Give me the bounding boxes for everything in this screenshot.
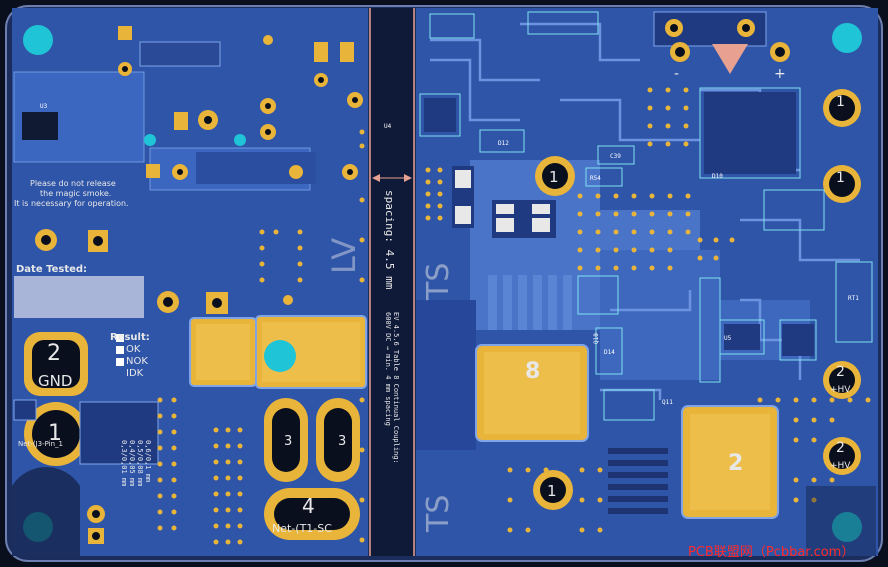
plus-hv-label-b: +HV bbox=[830, 461, 851, 471]
ref-d14: D14 bbox=[604, 349, 615, 356]
date-tested-label: Date Tested: bbox=[16, 264, 87, 275]
ts-pad-8: 8 bbox=[475, 344, 589, 442]
pad-3b-label: 3 bbox=[338, 434, 346, 449]
transformer-pad-3b: 3 bbox=[316, 398, 360, 482]
ts-components bbox=[419, 11, 873, 421]
plus-hv-label-a: +HV bbox=[830, 385, 851, 395]
ts-dark-band bbox=[416, 300, 476, 450]
spacing-table-line-1: EV 4.5.6 Table 8 Continual Coupling: bbox=[392, 312, 400, 464]
ref-d12: D12 bbox=[498, 140, 509, 147]
ref-u3: U3 bbox=[40, 103, 48, 110]
hv-terminal-2b: 2 +HV bbox=[823, 437, 861, 475]
clearance-row-4: 0,3/0,01 mm bbox=[120, 440, 128, 486]
pad-2-label: 2 bbox=[728, 451, 743, 476]
ts-pad-2-large: 2 bbox=[681, 405, 779, 519]
lv-via-pad-left bbox=[189, 317, 257, 387]
net-t1-label: Net-(T1-SC bbox=[272, 522, 332, 535]
spacing-arrow-right bbox=[404, 174, 412, 182]
mount-hole-bottom-right bbox=[832, 512, 862, 542]
mount-hole-top-left bbox=[23, 25, 53, 55]
connector-pad-1: 1 Net-(J3-Pin_1 bbox=[18, 402, 88, 466]
transformer-pad-3a: 3 bbox=[264, 398, 308, 482]
result-title: Result: bbox=[110, 332, 150, 343]
hv-1a-label: 1 bbox=[836, 94, 845, 110]
ts-region-label-top: TS bbox=[421, 263, 456, 301]
ts-bus-traces bbox=[488, 275, 572, 330]
connector-pad-gnd: 2 GND bbox=[24, 332, 88, 396]
clearance-row-2: 0,5/0,08 mm bbox=[136, 440, 144, 486]
hv-1b-label: 1 bbox=[836, 170, 845, 186]
pad-1-mid-label: 1 bbox=[549, 168, 559, 186]
hv-2b-label: 2 bbox=[836, 440, 845, 456]
transformer-pad-4: 4 Net-(T1-SC bbox=[264, 488, 360, 540]
spacing-arrow-left bbox=[372, 174, 380, 182]
ts-via-field bbox=[425, 87, 871, 533]
note-line-3: It is necessary for operation. bbox=[14, 199, 129, 208]
pad-3a-label: 3 bbox=[284, 434, 292, 449]
ts-round-pad-bottom: 1 bbox=[533, 470, 573, 510]
net-j3-label: Net-(J3-Pin_1 bbox=[18, 440, 63, 448]
note-line-1: Please do not release bbox=[30, 179, 116, 188]
corner-keepouts bbox=[12, 467, 876, 556]
ref-u5: U5 bbox=[724, 335, 732, 342]
clearance-row-3: 0,4/0,05 mm bbox=[128, 440, 136, 486]
lv-via-columns bbox=[157, 129, 365, 545]
lv-pad-holes bbox=[41, 66, 358, 540]
pad-8-label: 8 bbox=[525, 359, 540, 384]
hv-2a-label: 2 bbox=[836, 364, 845, 380]
spacing-label: spacing: 4.5 mm bbox=[383, 190, 396, 290]
ref-q11: Q11 bbox=[662, 399, 673, 406]
hv-terminal-2a: 2 +HV bbox=[823, 361, 861, 399]
result-idk: IDK bbox=[126, 368, 144, 379]
ref-d10: D10 bbox=[712, 173, 723, 180]
clearance-row-1: 0,6/0,1 mm bbox=[144, 440, 152, 482]
ref-c39: C39 bbox=[610, 153, 621, 160]
ts-white-pads bbox=[455, 170, 550, 232]
isolation-gap bbox=[370, 8, 414, 556]
ref-u4: U4 bbox=[384, 123, 392, 130]
pad-1-bot-label: 1 bbox=[547, 482, 557, 500]
result-ok: OK bbox=[126, 344, 141, 355]
lv-region-label: LV bbox=[325, 238, 363, 274]
gnd-label: GND bbox=[38, 372, 72, 390]
watermark: PCB联盟网（Pcbbar.com） bbox=[688, 545, 854, 560]
pad-1-left-label: 1 bbox=[48, 421, 62, 446]
ref-r54: R54 bbox=[590, 175, 601, 182]
ref-q10: Q10 bbox=[593, 333, 600, 344]
ts-region-label-bottom: TS bbox=[421, 495, 456, 533]
spacing-table-line-2: 600V DC → min. 4 mm spacing bbox=[384, 312, 392, 426]
ts-heatsink-slots bbox=[608, 448, 668, 514]
plus-label: + bbox=[774, 66, 786, 82]
result-nok: NOK bbox=[126, 356, 148, 367]
ref-rt1: RT1 bbox=[848, 295, 859, 302]
hv-terminal-1b: 1 bbox=[823, 165, 861, 203]
mount-hole-top-right bbox=[832, 23, 862, 53]
pad-4-label: 4 bbox=[302, 494, 315, 518]
ts-top-connector: - + bbox=[653, 11, 790, 82]
note-line-2: the magic smoke. bbox=[40, 189, 111, 198]
ts-round-pad-top: 1 bbox=[535, 156, 575, 196]
hv-terminal-1a: 1 bbox=[823, 89, 861, 127]
minus-label: - bbox=[674, 66, 679, 82]
mount-hole-center bbox=[264, 340, 296, 372]
pad-2-top-label: 2 bbox=[47, 341, 61, 366]
